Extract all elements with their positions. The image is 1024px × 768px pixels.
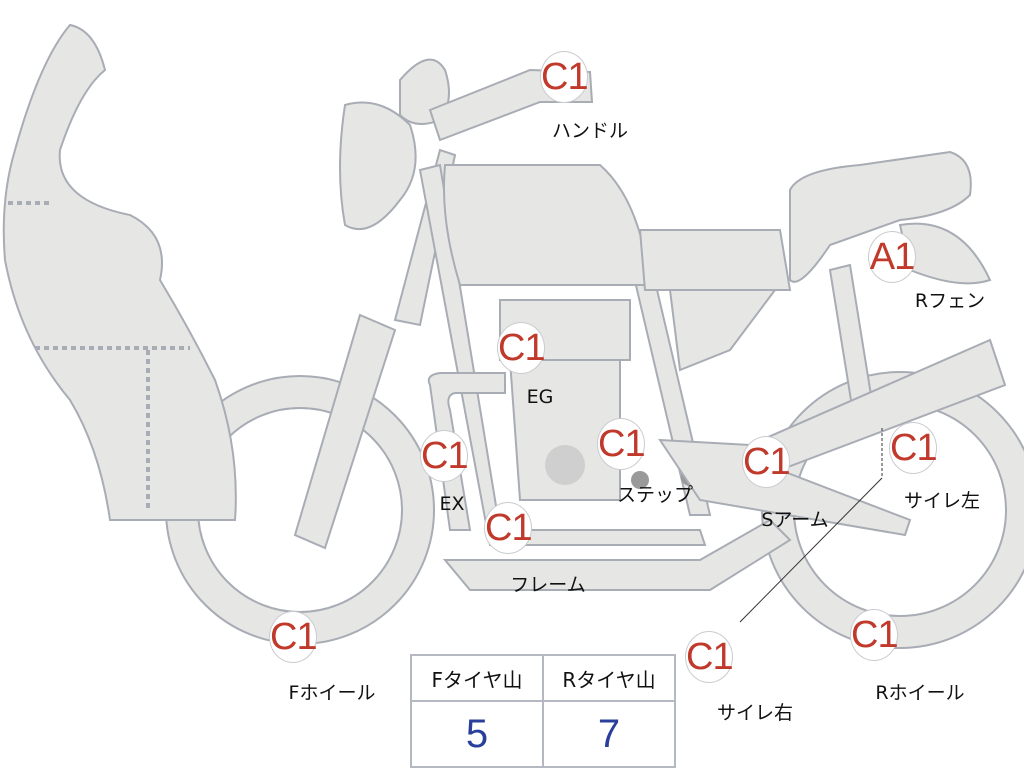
label-engine: EG xyxy=(526,386,554,408)
label-handle: ハンドル xyxy=(551,120,629,142)
label-step: ステップ xyxy=(616,484,694,506)
label-swing-arm: Sアーム xyxy=(761,509,829,531)
silencer-right-leader-line xyxy=(739,428,883,623)
label-exhaust: EX xyxy=(439,493,465,515)
grade-badge-engine: C1 xyxy=(497,322,546,374)
rear-tread-header: Rタイヤ山 xyxy=(542,654,676,702)
grade-badge-silencer-left: C1 xyxy=(889,422,938,474)
rear-tread-value: 7 xyxy=(542,700,676,768)
tire-tread-table: Fタイヤ山 Rタイヤ山 5 7 xyxy=(410,654,676,768)
seat xyxy=(789,150,972,283)
front-fork xyxy=(293,313,397,550)
label-r-wheel: Rホイール xyxy=(875,682,965,704)
fuel-tank xyxy=(443,164,652,286)
label-silencer-right: サイレ右 xyxy=(716,702,794,724)
front-tread-header: Fタイヤ山 xyxy=(410,654,544,702)
grade-badge-swing-arm: C1 xyxy=(742,436,791,488)
grade-badge-r-wheel: C1 xyxy=(850,609,899,661)
side-panel xyxy=(638,229,792,291)
grade-badge-silencer-right: C1 xyxy=(685,631,734,683)
headlight xyxy=(339,101,417,230)
rear-fender xyxy=(898,222,992,285)
label-silencer-left: サイレ左 xyxy=(903,490,981,512)
front-fairing xyxy=(2,23,237,521)
grade-badge-handle: C1 xyxy=(540,51,589,103)
label-f-wheel: Fホイール xyxy=(288,682,376,704)
grade-badge-frame: C1 xyxy=(484,502,533,554)
exhaust-pipe xyxy=(427,372,506,531)
fairing-seam-lines xyxy=(8,201,190,510)
grade-badge-step: C1 xyxy=(597,418,646,470)
label-frame: フレーム xyxy=(510,574,586,596)
front-tread-value: 5 xyxy=(410,700,544,768)
grade-badge-f-wheel: C1 xyxy=(269,611,318,663)
grade-badge-exhaust: C1 xyxy=(420,430,469,482)
label-r-fender: Rフェン xyxy=(914,290,986,312)
grade-badge-r-fender: A1 xyxy=(868,231,916,283)
